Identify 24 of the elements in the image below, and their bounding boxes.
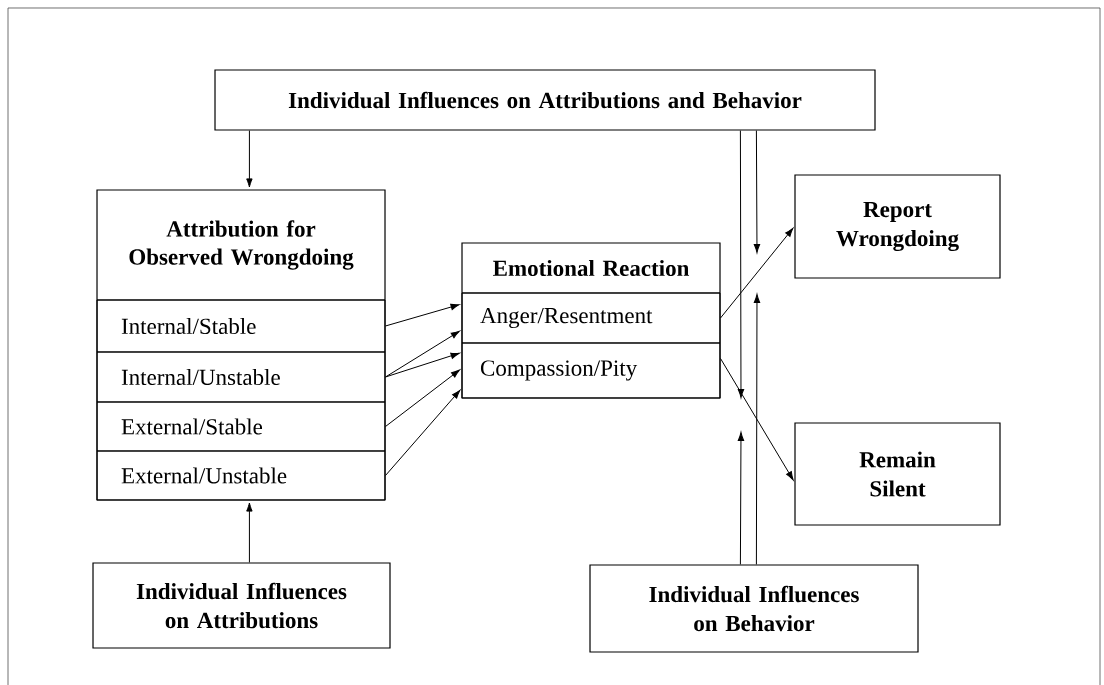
- process-box: Report Wrongdoing: [794, 174, 1001, 279]
- process-box: Individual Influences on Behavior: [589, 564, 919, 653]
- process-box: Remain Silent: [794, 422, 1001, 526]
- arrow: [720, 358, 794, 481]
- arrow: [385, 352, 460, 378]
- table-row: Internal/Stable: [96, 299, 386, 353]
- arrow: [385, 330, 460, 378]
- arrow: [246, 502, 253, 563]
- arrow: [737, 431, 745, 565]
- arrow: [385, 369, 461, 427]
- process-box: Individual Influences on Attributions: [92, 562, 391, 649]
- table-row: Compassion/Pity: [461, 342, 721, 399]
- table-row: External/Stable: [96, 401, 386, 452]
- table-row: Anger/Resentment: [461, 292, 721, 344]
- arrow: [753, 293, 761, 565]
- arrow: [246, 130, 253, 188]
- arrow: [385, 389, 461, 476]
- arrow: [753, 130, 761, 254]
- arrow: [720, 227, 794, 319]
- table-row: Internal/Unstable: [96, 351, 386, 403]
- arrow: [737, 130, 745, 399]
- process-box: Individual Influences on Attributions and Behavior: [214, 69, 876, 131]
- arrow: [385, 303, 460, 327]
- table-row: External/Unstable: [96, 450, 386, 501]
